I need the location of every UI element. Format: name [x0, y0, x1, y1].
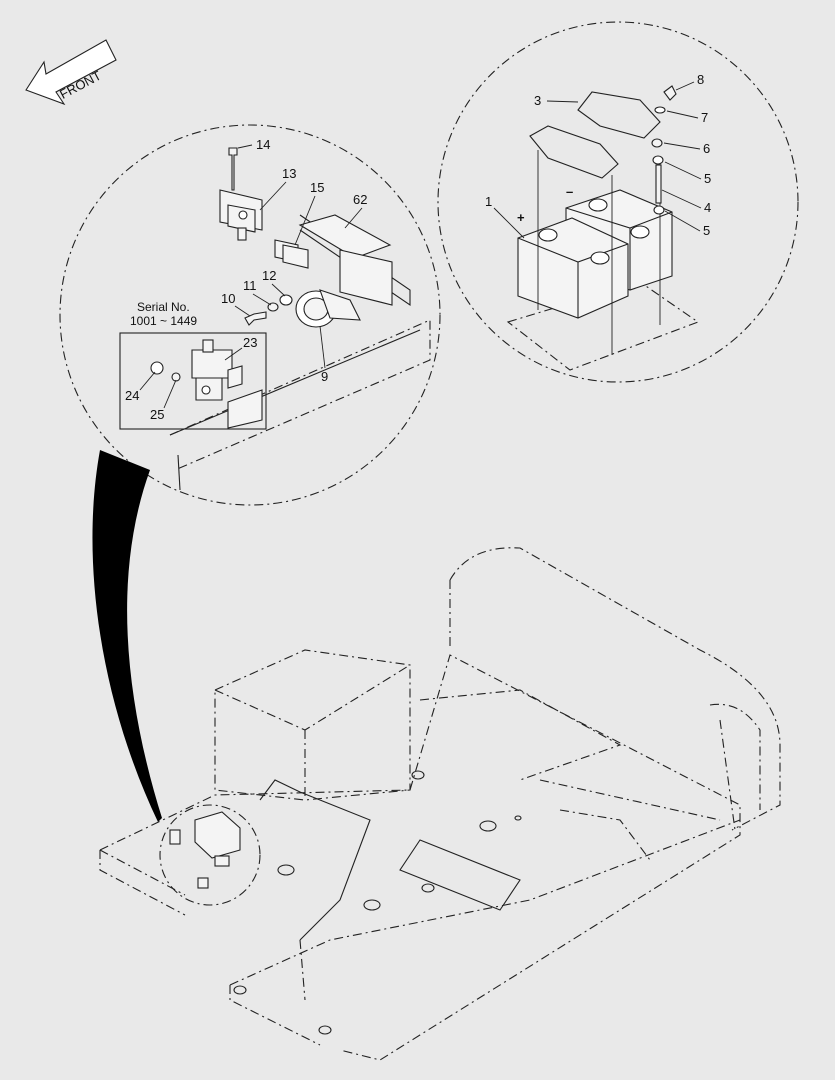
callout-5-lower: 5	[703, 223, 710, 238]
callouts-left: 14 13 15 62 12 11 10 9 Serial No. 1001 ~…	[125, 137, 367, 422]
callout-9: 9	[321, 369, 328, 384]
detail-pointer-sweep	[92, 450, 162, 822]
callout-10: 10	[221, 291, 235, 306]
callout-7: 7	[701, 110, 708, 125]
callout-14: 14	[256, 137, 270, 152]
machine-frame	[99, 547, 781, 1061]
callout-8: 8	[697, 72, 704, 87]
callout-6: 6	[703, 141, 710, 156]
serial-label-line1: Serial No.	[137, 300, 190, 314]
detail-circle-battery: + –	[437, 21, 799, 383]
callouts-right: 8 3 7 6 5 4 5 1	[485, 72, 711, 239]
callout-62: 62	[353, 192, 367, 207]
front-arrow-icon: FRONT	[25, 39, 117, 106]
callout-1: 1	[485, 194, 492, 209]
callout-25: 25	[150, 407, 164, 422]
callout-24: 24	[125, 388, 139, 403]
detail-circle-switch	[59, 124, 441, 506]
serial-label-line2: 1001 ~ 1449	[130, 314, 197, 328]
callout-12: 12	[262, 268, 276, 283]
callout-15: 15	[310, 180, 324, 195]
callout-5-upper: 5	[704, 171, 711, 186]
callout-11: 11	[243, 278, 257, 293]
callout-23: 23	[243, 335, 257, 350]
battery-minus-sign: –	[566, 184, 573, 199]
battery-plus-sign: +	[517, 210, 525, 225]
callout-13: 13	[282, 166, 296, 181]
callout-3: 3	[534, 93, 541, 108]
callout-4: 4	[704, 200, 711, 215]
